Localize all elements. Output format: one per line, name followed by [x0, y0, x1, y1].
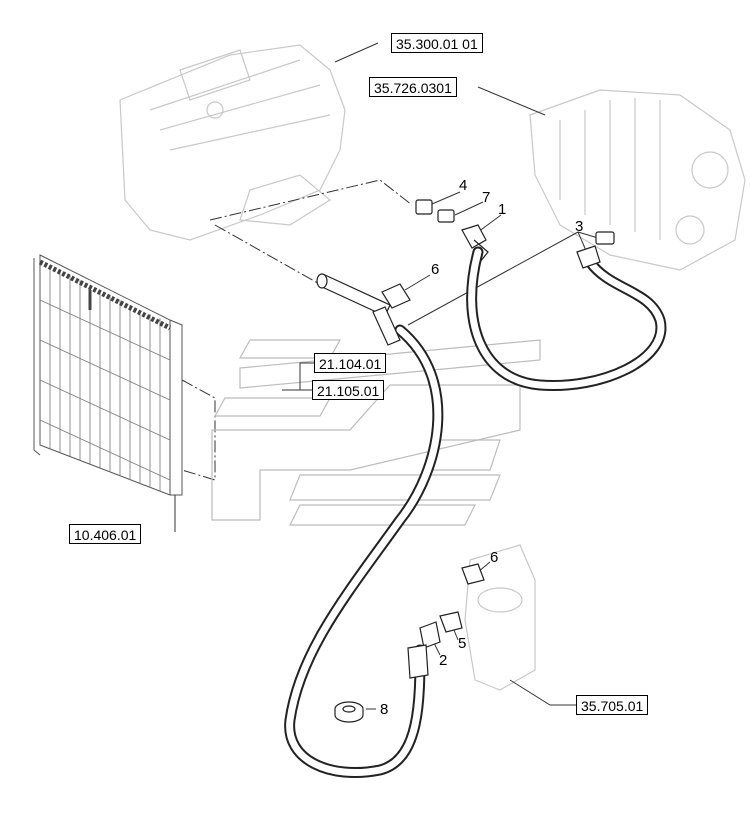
leader-dashed — [181, 179, 413, 481]
callout-8: 8 — [380, 701, 389, 718]
ref-cooling-2[interactable]: 21.105.01 — [312, 380, 385, 400]
valve-block-ghost — [529, 89, 746, 271]
reference-leaders — [174, 42, 578, 706]
washer — [334, 701, 364, 723]
ref-oil-filter[interactable]: 35.705.01 — [576, 695, 649, 715]
ref-radiator[interactable]: 10.406.01 — [69, 524, 142, 544]
callout-4: 4 — [459, 177, 468, 194]
callout-6-upper: 6 — [431, 261, 440, 278]
engine-block-ghost — [119, 44, 346, 241]
callout-7: 7 — [482, 189, 491, 206]
callout-6-lower: 6 — [490, 549, 499, 566]
radiator — [33, 254, 183, 496]
pipe-tee — [316, 273, 401, 346]
callout-1: 1 — [498, 201, 507, 218]
ref-control-valve[interactable]: 35.726.0301 — [369, 77, 457, 97]
ref-engine-block[interactable]: 35.300.01 01 — [391, 33, 483, 53]
hoses-inner — [286, 248, 665, 777]
callout-2: 2 — [439, 652, 448, 669]
callout-3: 3 — [575, 218, 584, 235]
callout-5: 5 — [458, 635, 467, 652]
filter-ghost — [464, 544, 536, 691]
ref-cooling-1[interactable]: 21.104.01 — [314, 353, 387, 373]
fittings — [381, 199, 615, 679]
